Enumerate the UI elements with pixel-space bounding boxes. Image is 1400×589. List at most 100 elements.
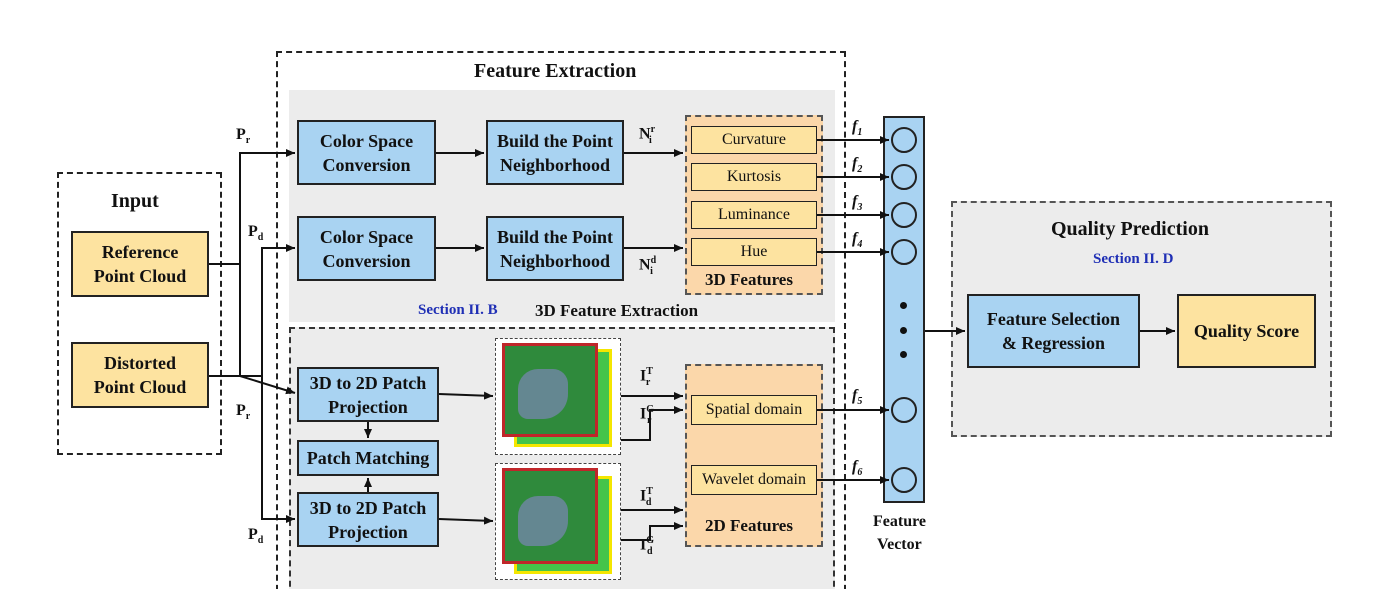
label-f2: f2 <box>852 155 862 175</box>
d-subscript: d <box>257 232 264 244</box>
dist-trunk <box>209 244 295 377</box>
projection-to-image-dist <box>438 516 494 525</box>
projected-image-dist-frame <box>495 463 621 580</box>
i-symbol: I <box>640 487 647 505</box>
p-symbol: P <box>236 126 246 143</box>
feature-node-1 <box>891 127 917 153</box>
f-symbol: f <box>852 230 858 247</box>
selection-line-2: & Regression <box>1001 333 1106 353</box>
feature-node-2 <box>891 164 917 190</box>
reference-line-2: Point Cloud <box>93 266 187 286</box>
label-pr-top: Pr <box>236 126 250 146</box>
features-2d-label: 2D Features <box>705 516 793 535</box>
section-3d-title: 3D Feature Extraction <box>535 301 699 320</box>
dist-to-projection <box>261 376 295 523</box>
r-subscript: r <box>645 376 651 388</box>
texture-detail <box>518 496 568 546</box>
reference-point-cloud-box: Reference Point Cloud <box>71 231 209 297</box>
f-symbol: f <box>852 118 858 135</box>
feature-spatial-domain: Spatial domain <box>691 395 817 425</box>
feature-selection-regression-box: Feature Selection & Regression <box>967 294 1140 368</box>
input-group <box>57 172 222 455</box>
label-pd-top: Pd <box>248 223 263 243</box>
d-superscript: d <box>650 255 657 266</box>
label-pd-bottom: Pd <box>248 526 263 546</box>
d-subscript: d <box>647 545 653 557</box>
d-subscript: d <box>257 535 264 547</box>
feature-node-3 <box>891 202 917 228</box>
reference-line-1: Reference <box>101 242 179 262</box>
feature-kurtosis: Kurtosis <box>691 163 817 191</box>
projected-image-ref-frame <box>495 338 621 455</box>
label-f4: f4 <box>852 230 862 250</box>
label-n-dist: Ndi <box>639 255 656 277</box>
input-title: Input <box>111 190 159 212</box>
ellipsis-dot <box>900 351 907 358</box>
texture-detail <box>518 369 568 419</box>
n-symbol: N <box>639 256 651 274</box>
label-f1: f1 <box>852 118 862 138</box>
label-i-t-r: ITr <box>640 366 653 388</box>
selection-line-1: Feature Selection <box>986 309 1121 329</box>
feature-luminance: Luminance <box>691 201 817 229</box>
feature-node-6 <box>891 467 917 493</box>
f-subscript: 3 <box>857 202 863 214</box>
distorted-line-1: Distorted <box>104 353 176 373</box>
feature-vector-label-1: Feature <box>873 513 927 530</box>
p-symbol: P <box>248 526 258 543</box>
p-symbol: P <box>248 223 258 240</box>
patch-matching-box: Patch Matching <box>297 440 439 476</box>
feature-node-4 <box>891 239 917 265</box>
feature-curvature: Curvature <box>691 126 817 154</box>
f-symbol: f <box>852 458 858 475</box>
f-subscript: 6 <box>857 467 863 479</box>
f-symbol: f <box>852 155 858 172</box>
i-symbol: I <box>640 405 647 423</box>
label-f5: f5 <box>852 387 862 407</box>
label-f3: f3 <box>852 193 862 213</box>
distorted-point-cloud-box: Distorted Point Cloud <box>71 342 209 408</box>
label-n-ref: Nri <box>639 124 656 146</box>
quality-score-box: Quality Score <box>1177 294 1316 368</box>
label-pr-bottom: Pr <box>236 402 250 422</box>
color-space-conversion-ref: Color Space Conversion <box>297 120 436 185</box>
image-ref-g-to-2d-features <box>621 406 683 441</box>
d-subscript: d <box>645 496 652 508</box>
f-subscript: 4 <box>857 239 863 251</box>
feature-extraction-group <box>276 51 846 589</box>
i-subscript: i <box>650 265 653 277</box>
feature-node-5 <box>891 397 917 423</box>
color-space-conversion-dist: Color Space Conversion <box>297 216 436 281</box>
f-symbol: f <box>852 193 858 210</box>
f-subscript: 1 <box>857 127 863 139</box>
ellipsis-dot <box>900 302 907 309</box>
build-point-neighborhood-dist: Build the Point Neighborhood <box>486 216 624 281</box>
feature-hue: Hue <box>691 238 817 266</box>
r-subscript: r <box>245 411 251 423</box>
label-f6: f6 <box>852 458 862 478</box>
feature-extraction-title: Feature Extraction <box>474 60 637 82</box>
label-i-t-d: ITd <box>640 486 653 508</box>
section-2d-tag-quality: Section II. D <box>1093 251 1174 267</box>
r-subscript: r <box>245 135 251 147</box>
n-symbol: N <box>639 125 651 143</box>
t-superscript: T <box>646 486 653 497</box>
r-superscript: r <box>650 124 656 135</box>
i-symbol: I <box>640 536 647 554</box>
features-3d-label: 3D Features <box>705 270 793 289</box>
ellipsis-dot <box>900 327 907 334</box>
feature-wavelet-domain: Wavelet domain <box>691 465 817 495</box>
distorted-line-2: Point Cloud <box>93 377 187 397</box>
i-symbol: I <box>640 367 647 385</box>
image-dist-g-to-2d-features <box>621 522 683 541</box>
f-subscript: 5 <box>857 396 863 408</box>
feature-vector-label-2: Vector <box>877 536 922 553</box>
t-superscript: T <box>646 366 653 377</box>
f-subscript: 2 <box>857 164 863 176</box>
ref-trunk <box>209 149 295 265</box>
patch-projection-dist: 3D to 2D Patch Projection <box>297 492 439 547</box>
i-subscript: i <box>649 134 652 146</box>
p-symbol: P <box>236 402 246 419</box>
